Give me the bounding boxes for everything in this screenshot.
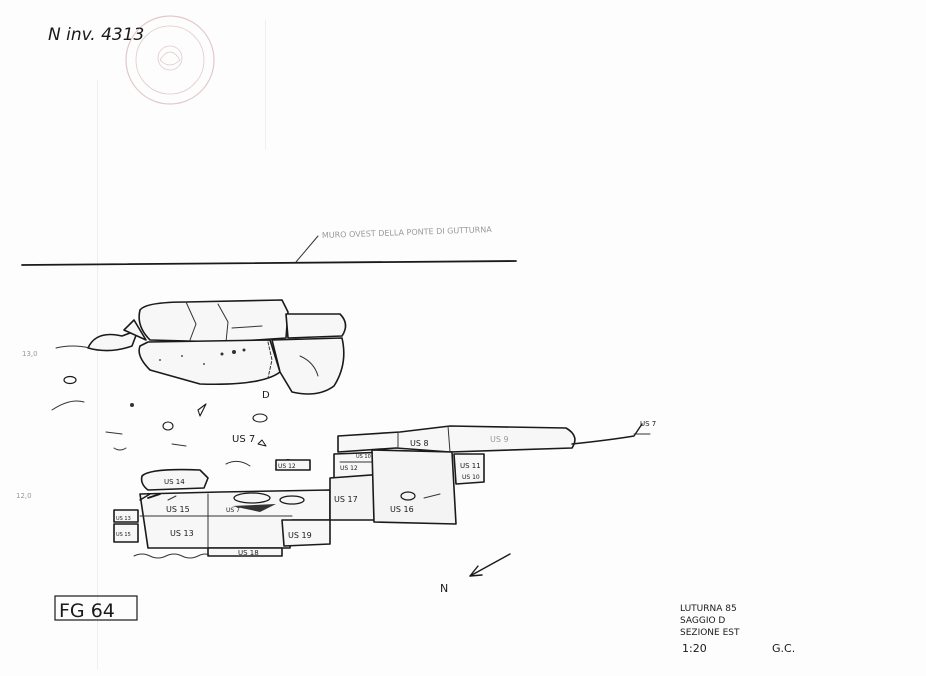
north-label: N (440, 582, 448, 595)
archive-seal-icon (125, 15, 215, 105)
title-scale: 1:20 (682, 642, 707, 655)
inventory-number: N inv. 4313 (48, 25, 144, 45)
d-mark: D (262, 390, 270, 401)
wall-label-leader (295, 235, 319, 263)
surface-line-left (55, 345, 91, 349)
label-us7-main: US 7 (232, 434, 255, 445)
label-us8: US 8 (410, 439, 429, 448)
label-us14: US 14 (164, 478, 185, 486)
label-us17: US 17 (334, 495, 358, 504)
wall-reference-line (21, 260, 517, 266)
label-us15-left: US 15 (116, 532, 131, 538)
north-arrow-icon (469, 553, 511, 577)
wall-label: MURO OVEST DELLA PONTE DI GUTTURNA (322, 225, 493, 240)
title-trench: SAGGIO D (680, 616, 725, 626)
label-us15: US 15 (166, 505, 190, 514)
title-initials: G.C. (772, 642, 795, 655)
label-us13-left: US 13 (116, 516, 131, 522)
label-us16: US 16 (390, 505, 414, 514)
label-us10-top: US 10 (356, 454, 371, 460)
label-us7-right: US 7 (640, 420, 656, 428)
label-us12-a: US 12 (278, 463, 296, 470)
right-stone-mass (337, 423, 651, 453)
label-us19: US 19 (288, 531, 312, 540)
scan-fold-line (97, 80, 98, 670)
level-marker-upper: 13,0 (22, 350, 38, 358)
label-us9: US 9 (490, 435, 509, 444)
title-view: SEZIONE EST (680, 628, 740, 638)
label-us13: US 13 (170, 529, 194, 538)
title-site: LUTURNA 85 (680, 604, 737, 614)
label-us11: US 11 (460, 462, 481, 470)
sheet-id-box (54, 595, 138, 621)
lower-stratigraphy (113, 449, 485, 559)
level-marker-lower: 12,0 (16, 492, 32, 500)
label-us7-lower: US 7 (226, 507, 240, 514)
scattered-stones (51, 375, 293, 467)
upper-stones (87, 299, 347, 395)
sheet-id: FG 64 (59, 600, 115, 622)
label-us12-b: US 12 (340, 465, 358, 472)
scan-fold-line-2 (265, 20, 266, 150)
label-us18: US 18 (238, 549, 259, 557)
label-us10: US 10 (462, 474, 480, 481)
